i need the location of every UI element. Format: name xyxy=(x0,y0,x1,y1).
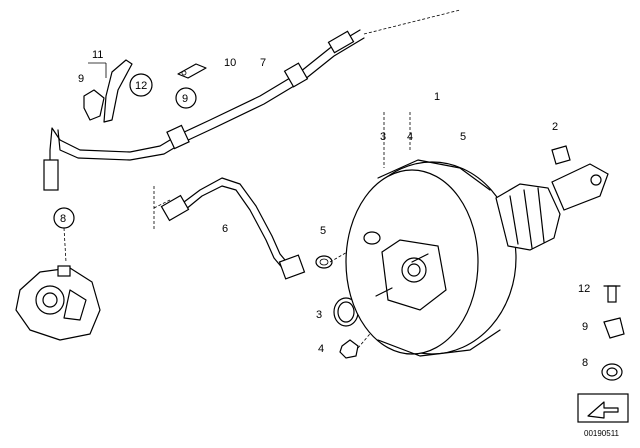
nut-leader xyxy=(357,321,381,349)
diagram-code: 00190511 xyxy=(584,429,620,438)
bracket-assembly xyxy=(83,59,207,123)
label-4a: 4 xyxy=(407,131,413,143)
stud-upper xyxy=(411,253,429,263)
nut xyxy=(339,339,359,359)
check-valve xyxy=(278,254,306,280)
callout-circle-9 xyxy=(175,87,197,109)
hose-connector-top xyxy=(327,30,355,54)
grommet xyxy=(315,255,333,269)
stud-lower xyxy=(375,287,393,297)
parts-legend xyxy=(577,285,629,423)
clip-hole xyxy=(181,70,187,76)
sensor-holder xyxy=(83,89,105,121)
hose-sleeve-lower xyxy=(166,124,190,150)
label-4b: 4 xyxy=(318,343,324,355)
holder-bracket xyxy=(103,59,133,123)
clevis xyxy=(551,163,609,211)
label-5a: 5 xyxy=(460,131,466,143)
orientation-arrow-icon xyxy=(587,401,619,419)
brake-booster xyxy=(345,145,609,357)
grommet-seat xyxy=(363,231,381,245)
lower-connector xyxy=(160,194,190,222)
label-3b: 3 xyxy=(316,309,322,321)
label-12b: 12 xyxy=(578,283,590,295)
label-12a: 12 xyxy=(135,80,147,92)
legend-clamp-8 xyxy=(601,363,623,381)
axis-dash-top xyxy=(363,9,461,35)
label-11: 11 xyxy=(92,49,103,61)
vacuum-line-lower xyxy=(153,177,306,280)
pump-leader xyxy=(63,227,67,263)
vacuum-pump xyxy=(15,207,101,341)
legend-bolt-12 xyxy=(607,285,617,303)
clip-2 xyxy=(551,145,571,165)
label-6: 6 xyxy=(222,223,228,235)
clip-part xyxy=(177,63,207,79)
lower-axis-dash xyxy=(153,199,171,209)
legend-clip-9 xyxy=(603,317,625,339)
label-5b: 5 xyxy=(320,225,326,237)
callout-circle-12 xyxy=(129,73,153,97)
label-10: 10 xyxy=(224,57,236,69)
vacuum-line xyxy=(43,9,461,191)
label-7: 7 xyxy=(260,57,266,69)
label-8b: 8 xyxy=(582,357,588,369)
label-9b: 9 xyxy=(182,93,188,105)
label-9a: 9 xyxy=(78,73,84,85)
label-2: 2 xyxy=(552,121,558,133)
label-8a: 8 xyxy=(60,213,66,225)
label-9c: 9 xyxy=(582,321,588,333)
label-3a: 3 xyxy=(380,131,386,143)
sensor-end xyxy=(43,159,59,191)
pump-nipple xyxy=(57,265,71,277)
mounting-flange xyxy=(381,239,447,311)
label-1: 1 xyxy=(434,91,440,103)
hose-sleeve-upper xyxy=(283,62,309,88)
small-parts xyxy=(315,112,411,359)
